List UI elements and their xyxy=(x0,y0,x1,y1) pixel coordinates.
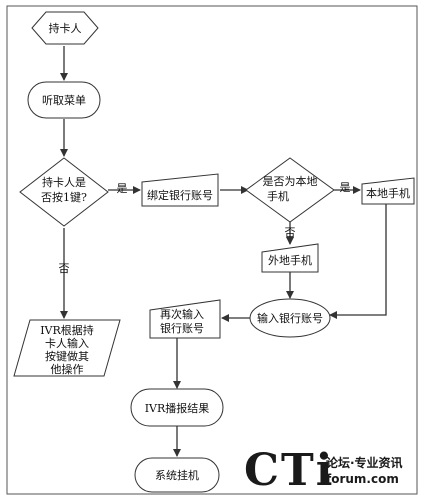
watermark-domain: forum.com xyxy=(326,472,399,486)
node-reenter-account-shape xyxy=(149,299,221,339)
node-listen-menu-box xyxy=(27,81,101,119)
node-hangup-box xyxy=(134,457,220,493)
node-bind-account-shape xyxy=(141,173,219,207)
node-decision-local-diamond xyxy=(245,157,335,223)
node-ivr-other-line1: IVR根据持 xyxy=(40,323,94,337)
node-reenter-account-line1: 再次输入 xyxy=(160,307,204,321)
node-remote-phone-label: 外地手机 xyxy=(268,253,312,267)
watermark-logo: CTi xyxy=(244,445,335,496)
node-listen-menu-label: 听取菜单 xyxy=(42,94,86,107)
node-decision-press1-line1: 持卡人是 xyxy=(42,175,86,189)
node-decision-local-line1: 是否为本地 xyxy=(263,174,318,188)
node-decision-press1-line2: 否按1键? xyxy=(41,190,87,204)
node-enter-account-label: 输入银行账号 xyxy=(257,311,323,325)
node-ivr-other-line3: 按键做其 xyxy=(45,349,89,363)
node-enter-account-ellipse xyxy=(249,298,331,338)
node-cardholder-hexagon xyxy=(31,11,99,45)
node-decision-press1-diamond xyxy=(19,157,109,227)
watermark-tagline: 论坛·专业资讯 xyxy=(326,456,403,470)
node-bind-account-label: 绑定银行账号 xyxy=(147,188,213,202)
edges xyxy=(60,46,387,457)
edge-label-yes-2: 是 xyxy=(340,181,351,194)
diagram-frame xyxy=(6,5,418,495)
node-ivr-result-box xyxy=(130,388,224,427)
node-local-phone-shape xyxy=(361,177,415,205)
node-cardholder-label: 持卡人 xyxy=(49,21,82,35)
node-decision-local-line2: 手机 xyxy=(267,189,289,203)
node-hangup-label: 系统挂机 xyxy=(155,468,199,482)
node-ivr-other-parallelogram xyxy=(13,319,121,377)
edge-label-no-2: 否 xyxy=(285,226,296,239)
node-reenter-account-line2: 银行账号 xyxy=(160,321,204,335)
cti-forum-watermark: CTi 论坛·专业资讯 forum.com xyxy=(244,446,424,500)
node-ivr-result-label: IVR播报结果 xyxy=(145,401,210,415)
edge-label-yes-1: 是 xyxy=(117,182,128,195)
node-ivr-other-line2: 卡人输入 xyxy=(45,336,89,350)
edge-label-no-1: 否 xyxy=(59,262,70,275)
edge-local-to-enter xyxy=(329,204,387,319)
node-remote-phone-shape xyxy=(261,243,319,273)
node-local-phone-label: 本地手机 xyxy=(366,186,410,200)
node-ivr-other-line4: 他操作 xyxy=(51,362,84,376)
